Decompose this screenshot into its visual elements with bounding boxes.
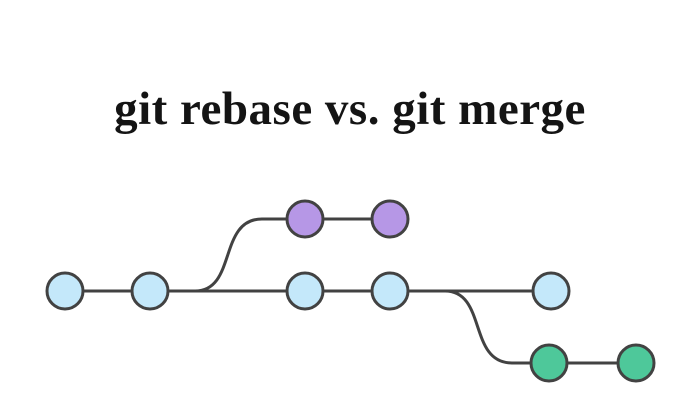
commit-node-main-4 <box>370 271 410 311</box>
page-title: git rebase vs. git merge <box>114 83 586 135</box>
commit-node-main-3 <box>285 271 325 311</box>
commit-node-feature-1 <box>285 199 325 239</box>
edge-feature-branch-line <box>193 217 392 293</box>
commit-node-main-5 <box>531 271 571 311</box>
commit-node-feature-2 <box>370 199 410 239</box>
commit-node-main-1 <box>45 271 85 311</box>
commit-node-merge-2 <box>616 343 656 383</box>
commit-node-merge-1 <box>529 343 569 383</box>
commit-node-main-2 <box>130 271 170 311</box>
edge-merge-branch-line <box>443 289 638 365</box>
